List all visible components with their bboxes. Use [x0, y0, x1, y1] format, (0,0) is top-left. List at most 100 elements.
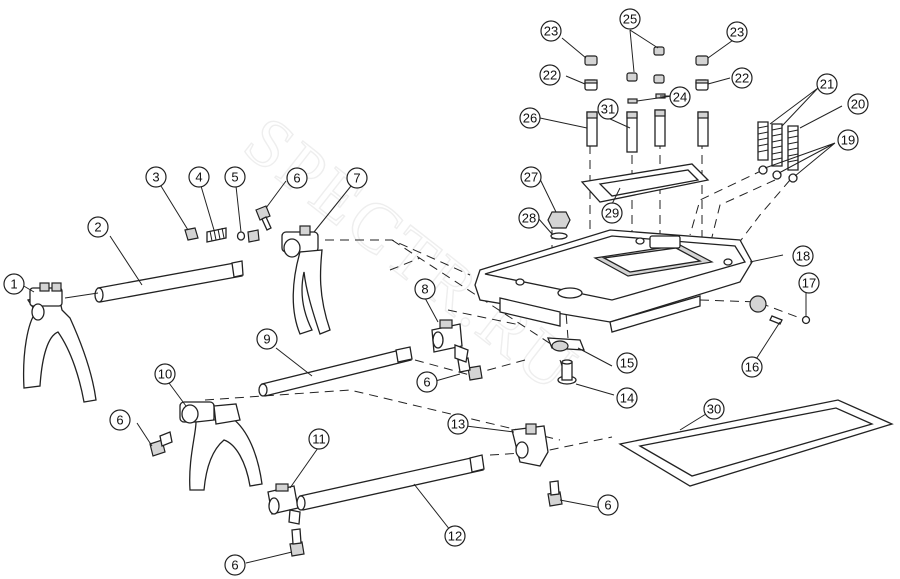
lock-bolt-6b [457, 357, 483, 381]
callout-13: 13 [447, 413, 469, 435]
callout-5: 5 [224, 166, 246, 188]
callout-circle [109, 409, 131, 431]
callout-number: 2 [94, 220, 101, 235]
lock-bolt-6d [547, 480, 563, 507]
callout-number: 15 [620, 356, 634, 371]
plug-16 [749, 295, 783, 325]
callout-number: 30 [707, 402, 721, 417]
detent-spring-4 [206, 227, 227, 243]
callout-circle [540, 20, 562, 42]
callout-18: 18 [792, 245, 814, 267]
callout-circle [616, 387, 638, 409]
pivot-pin-14 [557, 359, 577, 385]
gasket-29 [580, 163, 710, 203]
ball-17 [801, 315, 811, 325]
callout-circle [447, 413, 469, 435]
cap-23-left [584, 55, 598, 66]
shift-lug-13 [511, 423, 549, 467]
callout-1: 1 [3, 273, 25, 295]
callout-2: 2 [87, 216, 109, 238]
callout-number: 6 [231, 558, 238, 573]
callout-number: 14 [620, 391, 634, 406]
callout-number: 11 [312, 432, 326, 447]
callout-number: 26 [523, 111, 537, 126]
callout-number: 3 [152, 170, 159, 185]
callout-3: 3 [145, 166, 167, 188]
callout-number: 19 [841, 133, 855, 148]
shift-rail-12 [296, 454, 485, 511]
callout-number: 24 [673, 90, 687, 105]
callout-number: 20 [851, 97, 865, 112]
callout-number: 8 [421, 282, 428, 297]
shift-lug-8 [431, 319, 469, 363]
callout-number: 18 [796, 249, 810, 264]
callout-number: 31 [601, 102, 615, 117]
callout-number: 29 [605, 206, 619, 221]
callout-number: 17 [802, 276, 816, 291]
callout-7: 7 [346, 167, 368, 189]
callout-6: 6 [286, 167, 308, 189]
callout-circle [256, 328, 278, 350]
callout-number: 12 [448, 529, 462, 544]
callout-circle [286, 167, 308, 189]
callout-circle [741, 356, 763, 378]
callout-number: 16 [745, 360, 759, 375]
callout-24: 24 [669, 86, 691, 108]
lever-15 [547, 337, 585, 352]
callout-number: 13 [451, 417, 465, 432]
shift-rail-9 [258, 346, 413, 397]
callout-number: 23 [544, 24, 558, 39]
callout-circle [145, 166, 167, 188]
callout-12: 12 [444, 525, 466, 547]
callout-4: 4 [188, 166, 210, 188]
callout-25: 25 [619, 8, 641, 30]
callout-number: 6 [293, 171, 300, 186]
callout-circle [669, 86, 691, 108]
nut-27 [547, 211, 571, 229]
callout-23: 23 [540, 20, 562, 42]
callout-8: 8 [414, 278, 436, 300]
callout-number: 23 [730, 25, 744, 40]
callout-circle [816, 73, 838, 95]
lock-bolt-6e [289, 528, 305, 557]
callout-circle [414, 278, 436, 300]
callout-circle [520, 166, 542, 188]
callout-15: 15 [616, 352, 638, 374]
callout-circle [444, 525, 466, 547]
callout-number: 1 [10, 277, 17, 292]
callout-circle [346, 167, 368, 189]
callout-circle [597, 98, 619, 120]
callout-30: 30 [703, 398, 725, 420]
callout-number: 7 [353, 171, 360, 186]
callout-number: 5 [231, 170, 238, 185]
callout-circle [224, 166, 246, 188]
callout-number: 6 [423, 375, 430, 390]
housing-cover-18 [474, 229, 753, 333]
pin-26-left [586, 111, 598, 147]
callout-circle [224, 554, 246, 576]
callout-circle [619, 8, 641, 30]
shift-rail-2 [64, 260, 244, 303]
callout-27: 27 [520, 166, 542, 188]
callout-number: 4 [195, 170, 202, 185]
callout-20: 20 [847, 93, 869, 115]
callout-circle [518, 207, 540, 229]
callout-circle [616, 352, 638, 374]
callout-circle [539, 64, 561, 86]
callout-circle [519, 107, 541, 129]
lock-bolt-6c [149, 431, 173, 457]
callout-16: 16 [741, 356, 763, 378]
callout-circle [703, 398, 725, 420]
shift-fork-10 [179, 401, 263, 491]
callout-circle [731, 67, 753, 89]
callout-23-7: 23 [726, 21, 748, 43]
callout-number: 6 [116, 413, 123, 428]
callout-10: 10 [154, 363, 176, 385]
shift-fork-1 [22, 282, 97, 403]
cap-23-right [695, 55, 709, 66]
gasket-30 [618, 399, 894, 487]
callout-circle [597, 494, 619, 516]
